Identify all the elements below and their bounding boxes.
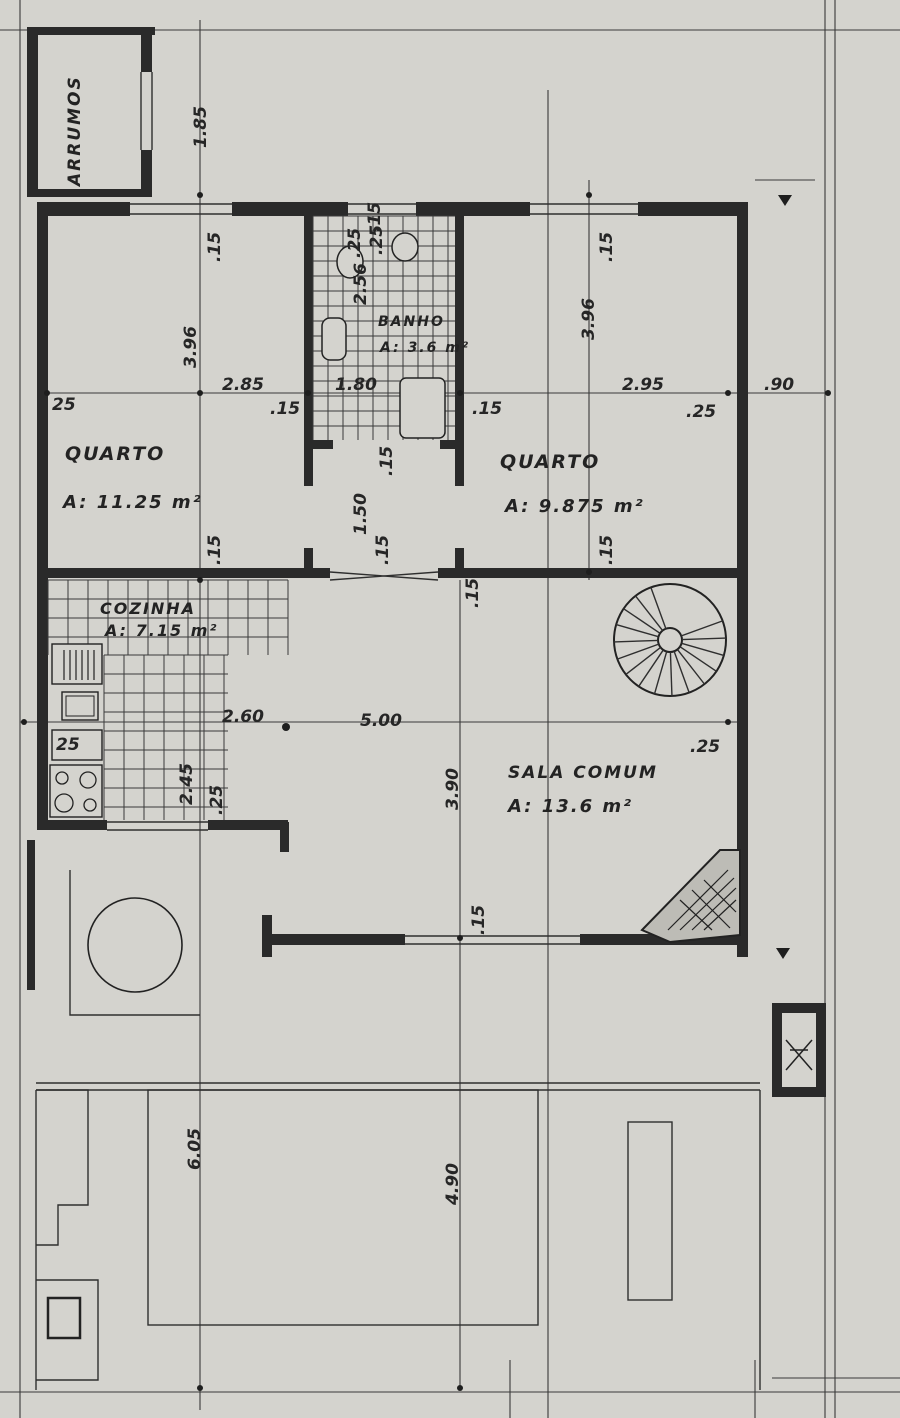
- dim-wall-15: .15: [365, 202, 385, 232]
- doors: [329, 571, 439, 581]
- dim-wall-25: .25: [367, 225, 387, 255]
- dim-wall-15: .15: [463, 578, 483, 608]
- bathroom-fixtures: [321, 232, 446, 439]
- sala-label: SALA COMUM: [508, 763, 658, 783]
- dim-q1-depth: 3.96: [181, 326, 201, 368]
- banho-label: BANHO: [378, 314, 445, 330]
- kitchen-appliances: [49, 643, 103, 818]
- windows: [107, 72, 638, 945]
- dim-kitchen-width: 2.60: [222, 707, 264, 727]
- dim-lower-left: 6.05: [185, 1128, 205, 1170]
- quarto-right-area: A: 9.875 m²: [503, 496, 645, 517]
- dim-wall-15: .15: [597, 232, 617, 262]
- dim-banho-small: 2.56: [351, 263, 371, 305]
- quarto-right-label: QUARTO: [500, 451, 600, 473]
- dim-q2-depth: 3.96: [579, 298, 599, 340]
- dim-wall-15: .15: [205, 535, 225, 565]
- dim-wall-25: 25: [52, 395, 76, 415]
- spiral-staircase: [613, 583, 727, 697]
- dim-arrumos-depth: 1.85: [191, 106, 211, 148]
- dim-wall-15: .15: [205, 232, 225, 262]
- dim-wall-15: .15: [377, 446, 397, 476]
- dim-sala-width: 5.00: [360, 711, 402, 731]
- dim-wall-15: .15: [469, 905, 489, 935]
- dim-kitchen-depth: 2.45: [177, 763, 197, 805]
- dimension-points: [21, 192, 831, 1391]
- dim-banho-width: 1.80: [335, 375, 377, 395]
- quarto-left-label: QUARTO: [65, 443, 165, 465]
- room-labels: ARRUMOS QUARTO A: 11.25 m² BANHO A: 3.6 …: [61, 75, 658, 817]
- dim-wall-15: .15: [270, 399, 300, 419]
- dim-wall-25: .25: [207, 785, 227, 815]
- dim-wall-25: .25: [690, 737, 720, 757]
- dim-wall-15: .15: [597, 535, 617, 565]
- dim-wall-25: .25: [686, 402, 716, 422]
- dim-sala-depth: 3.90: [443, 768, 463, 810]
- cozinha-area: A: 7.15 m²: [103, 621, 218, 640]
- dim-wall-15: .15: [472, 399, 502, 419]
- fireplace: [640, 849, 741, 944]
- cozinha-label: COZINHA: [100, 599, 196, 618]
- dim-hall-depth: 1.50: [351, 493, 371, 535]
- dim-q1-width: 2.85: [222, 375, 264, 395]
- dim-wall-25: .25: [345, 228, 365, 258]
- dim-lower-mid: 4.90: [443, 1163, 463, 1206]
- dim-wall-15: .15: [373, 535, 393, 565]
- quarto-left-area: A: 11.25 m²: [61, 492, 203, 513]
- dimension-labels: 1.85 2.85 3.96 1.80 2.56 2.95 3.96 .90 1…: [52, 106, 794, 1206]
- outdoor-features: [35, 195, 813, 1390]
- arrumos-label: ARRUMOS: [65, 75, 85, 188]
- dim-wall-25: 25: [56, 735, 80, 755]
- dim-q2-width: 2.95: [622, 375, 664, 395]
- sala-area: A: 13.6 m²: [506, 796, 633, 817]
- kitchen-tiles: [47, 579, 289, 820]
- dim-right-strip: .90: [764, 375, 794, 395]
- walls: [27, 27, 826, 1097]
- banho-area: A: 3.6 m²: [379, 340, 470, 356]
